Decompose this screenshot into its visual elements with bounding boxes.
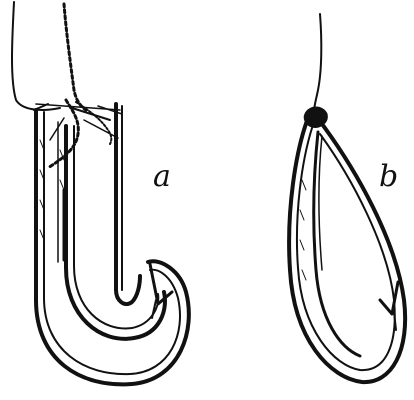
hook-b: [289, 14, 405, 382]
hook-a-line-dotted: [64, 4, 86, 110]
hook-b-line: [314, 14, 321, 112]
hook-b-outer: [289, 118, 405, 382]
hook-a-shank-outer: [36, 110, 189, 384]
hook-a-line-solid: [12, 2, 60, 110]
label-a: a: [153, 162, 171, 192]
label-b: b: [379, 162, 398, 192]
hook-a-eye-shank: [116, 104, 140, 304]
